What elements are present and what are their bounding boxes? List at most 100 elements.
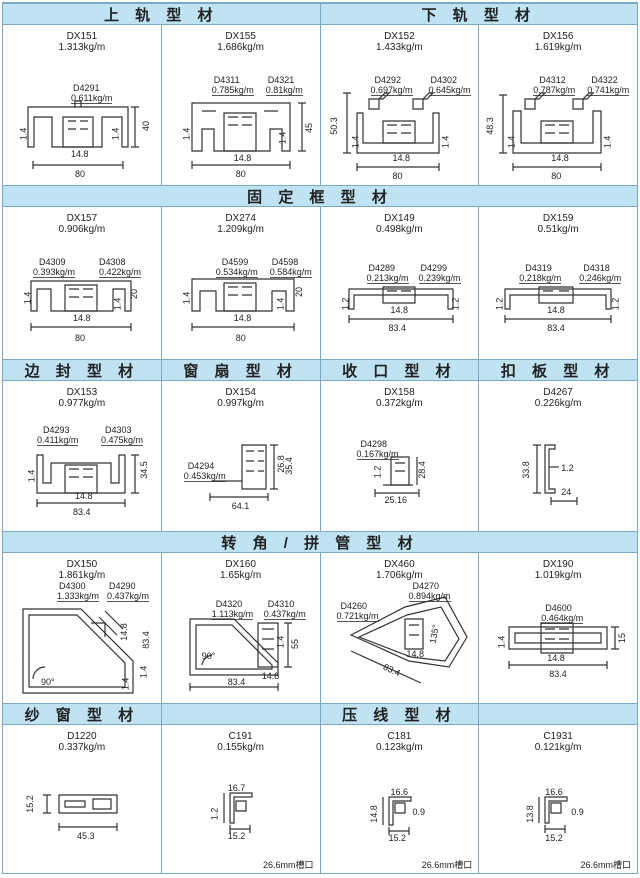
sub-code: D4289: [368, 263, 396, 273]
dim-label: 14.8: [547, 653, 565, 663]
profile-dx157: DX157 0.906kg/m D4309 0.393kg/m D4308 0.…: [3, 207, 162, 359]
dim-label: 24: [561, 487, 572, 497]
header-lower-track: 下 轨 型 材: [320, 3, 637, 25]
sub-code: D4598: [271, 257, 299, 267]
header-blank: [479, 703, 637, 725]
header-sash: 窗 扇 型 材: [161, 359, 321, 381]
dim-label: 48.3: [485, 117, 496, 135]
header-upper-track: 上 轨 型 材: [3, 3, 321, 25]
profile-row-4: DX150 1.861kg/m D4300 1.333kg/m D4290 0.…: [3, 553, 637, 703]
dim-label: 1.4: [349, 135, 360, 149]
profile-dx155: DX155 1.686kg/m D4311 0.785kg/m D4321 0.…: [162, 25, 321, 185]
sub-weight: 0.697kg/m: [370, 85, 413, 96]
sub-weight: 0.411kg/m: [37, 435, 79, 446]
sub-code: D4310: [267, 599, 295, 609]
sub-code: D4312: [539, 75, 566, 85]
dim-label: 90°: [201, 651, 216, 661]
profile-weight: 0.123kg/m: [376, 742, 423, 753]
profile-code: DX154: [225, 387, 256, 398]
profile-drawing: [30, 280, 132, 331]
dim-label: 15.2: [24, 795, 35, 813]
dim-label: 14.8: [406, 649, 425, 659]
dim-label: 83.4: [547, 323, 565, 333]
dim-label: 1.2: [339, 297, 350, 311]
dim-label: 80: [75, 169, 86, 179]
profile-dx160: DX160 1.65kg/m D4320 1.113kg/m D4310 0.4…: [162, 553, 321, 703]
profile-code: C181: [387, 731, 412, 742]
dim-label: 14.8: [547, 305, 565, 315]
dim-label: 14.8: [118, 623, 129, 641]
dim-label: 0.9: [571, 807, 584, 817]
profile-drawing: [533, 444, 578, 505]
sub-weight: 1.333kg/m: [57, 591, 100, 602]
profile-dx159: DX159 0.51kg/m D4319 0.218kg/m D4318 0.2…: [479, 207, 637, 359]
dim-label: 80: [235, 169, 246, 179]
header-blank: [161, 703, 321, 725]
dim-label: 1.2: [371, 465, 382, 479]
profile-weight: 1.686kg/m: [217, 42, 264, 53]
dim-label: 1.4: [181, 127, 192, 141]
profile-weight: 1.019kg/m: [534, 570, 582, 581]
profile-weight: 1.619kg/m: [534, 42, 582, 53]
profile-weight: 0.906kg/m: [58, 224, 106, 235]
profile-code: DX158: [384, 387, 415, 398]
profile-drawing: [508, 622, 620, 669]
profile-code: C1931: [543, 731, 573, 742]
header-side-seal: 边 封 型 材: [3, 359, 162, 381]
sub-weight: 0.584kg/m: [269, 267, 312, 278]
profile-d4267: D4267 0.226kg/m 33.8 1.2 24: [479, 381, 637, 531]
sub-code: D4320: [215, 599, 243, 609]
dim-label: 13.8: [525, 805, 536, 823]
header-corner-coupling: 转 角 / 拼 管 型 材: [3, 531, 637, 553]
sub-code: D4299: [420, 263, 448, 273]
dim-label: 1.4: [26, 469, 37, 483]
profile-code: DX460: [384, 559, 415, 570]
sub-weight: 0.453kg/m: [183, 471, 226, 482]
profile-dx156: DX156 1.619kg/m D4312 0.787kg/m D4322 0.…: [479, 25, 637, 185]
dim-label: 0.9: [412, 807, 426, 817]
section-header-row-2: 固 定 框 型 材: [3, 185, 637, 207]
sub-code: D4293: [43, 425, 70, 435]
sub-weight: 0.239kg/m: [418, 273, 461, 284]
sub-code: D4309: [39, 257, 66, 267]
profile-drawing: [504, 286, 612, 323]
sub-code: D4321: [267, 75, 295, 85]
profile-row-1: DX151 1.313kg/m D4291 0.611kg/m 40 1.4 1…: [3, 25, 637, 185]
sub-code: D4318: [583, 263, 610, 273]
dim-label: 1.4: [275, 635, 286, 649]
profile-drawing: [209, 444, 278, 501]
profile-code: DX150: [66, 559, 98, 570]
profile-code: DX149: [384, 213, 415, 224]
profile-dx154: DX154 0.997kg/m D4294 0.453kg/m 26.8 35.…: [162, 381, 321, 531]
dim-label: 28.4: [416, 461, 427, 479]
profile-dx152: DX152 1.433kg/m D4292 0.697kg/m D4302 0.…: [321, 25, 480, 185]
sub-code: D4308: [99, 257, 126, 267]
sub-code: D4291: [73, 83, 100, 93]
dim-label: 15: [617, 632, 628, 644]
profile-drawing: [223, 792, 253, 833]
profile-drawing: [349, 596, 468, 684]
dim-label: 1.4: [120, 677, 131, 691]
profile-row-3: DX153 0.977kg/m D4293 0.411kg/m D4303 0.…: [3, 381, 637, 531]
sub-code: D4319: [525, 263, 552, 273]
profile-weight: 0.977kg/m: [58, 398, 106, 409]
profile-row-5: D1220 0.337kg/m 15.2 45.3 C191 0.155kg/m: [3, 725, 637, 873]
profile-weight: 0.155kg/m: [217, 742, 264, 753]
dim-label: 83.4: [388, 323, 407, 333]
profile-dx190: DX190 1.019kg/m D4600 0.464kg/m 1.4 15 1…: [479, 553, 637, 703]
dim-label: 55: [289, 638, 300, 650]
dim-label: 14.8: [233, 153, 252, 163]
profile-code: DX156: [542, 31, 574, 42]
section-header-row-4: 转 角 / 拼 管 型 材: [3, 531, 637, 553]
header-closing: 收 口 型 材: [320, 359, 480, 381]
profile-row-2: DX157 0.906kg/m D4309 0.393kg/m D4308 0.…: [3, 207, 637, 359]
sub-weight: 0.81kg/m: [265, 85, 303, 96]
header-fixed-frame: 固 定 框 型 材: [3, 185, 637, 207]
dim-label: 20: [129, 288, 140, 300]
sub-weight: 0.787kg/m: [533, 85, 576, 96]
profile-weight: 1.313kg/m: [58, 42, 106, 53]
dim-label: 15.2: [227, 831, 246, 841]
sub-weight: 0.218kg/m: [519, 273, 562, 284]
profile-weight: 0.498kg/m: [376, 224, 423, 235]
sub-weight: 0.246kg/m: [579, 273, 622, 284]
